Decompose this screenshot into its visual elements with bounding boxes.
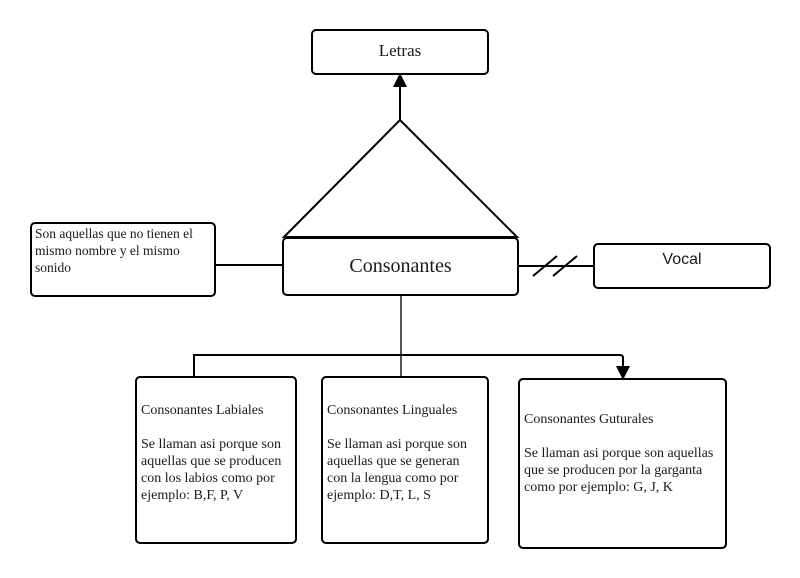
node-definition: Son aquellas que no tienen el mismo nomb…	[30, 222, 216, 297]
node-consonantes-labiales: Consonantes Labiales Se llaman asi porqu…	[135, 376, 297, 544]
branch-connector	[193, 354, 630, 380]
node-vocal-label: Vocal	[662, 251, 702, 268]
category-description: Se llaman asi porque son aquellas que se…	[141, 437, 282, 503]
node-consonantes: Consonantes	[282, 237, 519, 296]
node-consonantes-label: Consonantes	[349, 255, 452, 277]
node-consonantes-guturales: Consonantes Guturales Se llaman asi porq…	[518, 378, 727, 549]
node-letras: Letras	[311, 29, 489, 75]
slash-mark-2	[552, 255, 578, 277]
node-consonantes-linguales: Consonantes Linguales Se llaman asi porq…	[321, 376, 489, 544]
category-description: Se llaman asi porque son aquellas que se…	[327, 437, 467, 503]
category-title: Consonantes Guturales	[524, 412, 654, 427]
category-title: Consonantes Labiales	[141, 403, 264, 418]
category-description: Se llaman asi porque son aquellas que se…	[524, 446, 714, 495]
category-title: Consonantes Linguales	[327, 403, 458, 418]
generalization-triangle	[281, 118, 520, 238]
node-vocal: Vocal	[593, 243, 771, 289]
node-letras-label: Letras	[378, 41, 422, 60]
node-definition-text: Son aquellas que no tienen el mismo nomb…	[35, 226, 193, 275]
slash-mark-1	[532, 255, 558, 277]
